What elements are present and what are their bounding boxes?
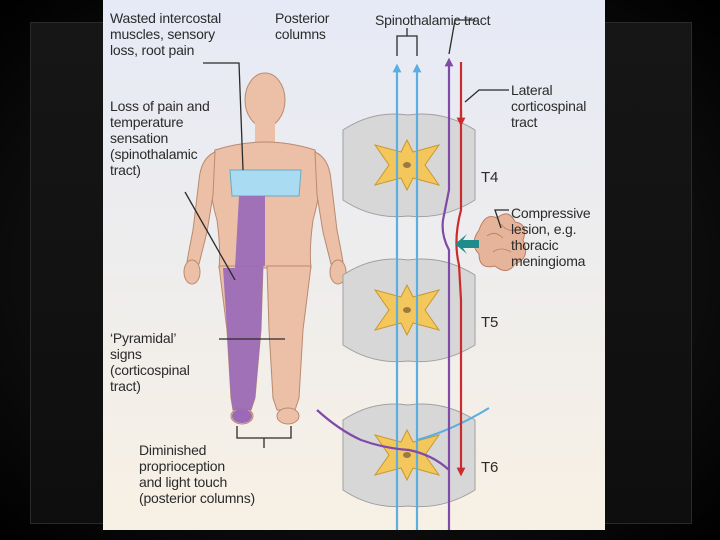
corticospinal-tract-line	[455, 62, 466, 477]
neck	[255, 122, 275, 142]
label-pyramidal-signs: ‘Pyramidal’ signs (corticospinal tract)	[110, 330, 190, 394]
left-arm	[314, 151, 344, 265]
label-t5: T5	[481, 314, 499, 331]
left-foot	[276, 407, 300, 425]
cord-section-t4	[342, 113, 476, 218]
spinal-cord-column	[316, 28, 527, 530]
label-diminished-proprioception: Diminished proprioception and light touc…	[139, 442, 256, 506]
label-t4: T4	[481, 169, 499, 186]
label-compressive-lesion: Compressive lesion, e.g. thoracic mening…	[511, 205, 591, 269]
spinothalamic-loss-region	[223, 196, 265, 410]
spinal-cord-diagram: Wasted intercostal muscles, sensory loss…	[103, 0, 605, 530]
lesion-texture	[486, 223, 516, 253]
label-posterior-columns: Posterior columns	[275, 10, 330, 42]
posterior-entry-fibre	[416, 407, 490, 441]
spinothalamic-tract-line	[316, 62, 449, 530]
head	[244, 72, 286, 128]
body-figure	[183, 72, 347, 425]
cord-section-t6	[342, 403, 476, 508]
sensory-loss-band	[229, 169, 302, 197]
label-loss-of-pain: Loss of pain and temperature sensation (…	[110, 98, 210, 178]
right-arm	[186, 151, 216, 265]
right-leader-lines	[448, 19, 509, 229]
purple-foot	[232, 409, 252, 423]
diagram-svg	[103, 0, 605, 530]
compression-arrows	[455, 234, 479, 254]
label-lateral-corticospinal: Lateral corticospinal tract	[511, 82, 587, 130]
cord-section-t5	[342, 258, 476, 363]
compressive-lesion	[473, 213, 527, 271]
label-t6: T6	[481, 459, 499, 476]
label-spinothalamic-tract: Spinothalamic tract	[375, 12, 491, 28]
right-hand	[183, 259, 201, 285]
left-hand	[329, 259, 347, 285]
label-wasted-intercostal: Wasted intercostal muscles, sensory loss…	[110, 10, 222, 58]
leader-lines	[184, 62, 292, 448]
